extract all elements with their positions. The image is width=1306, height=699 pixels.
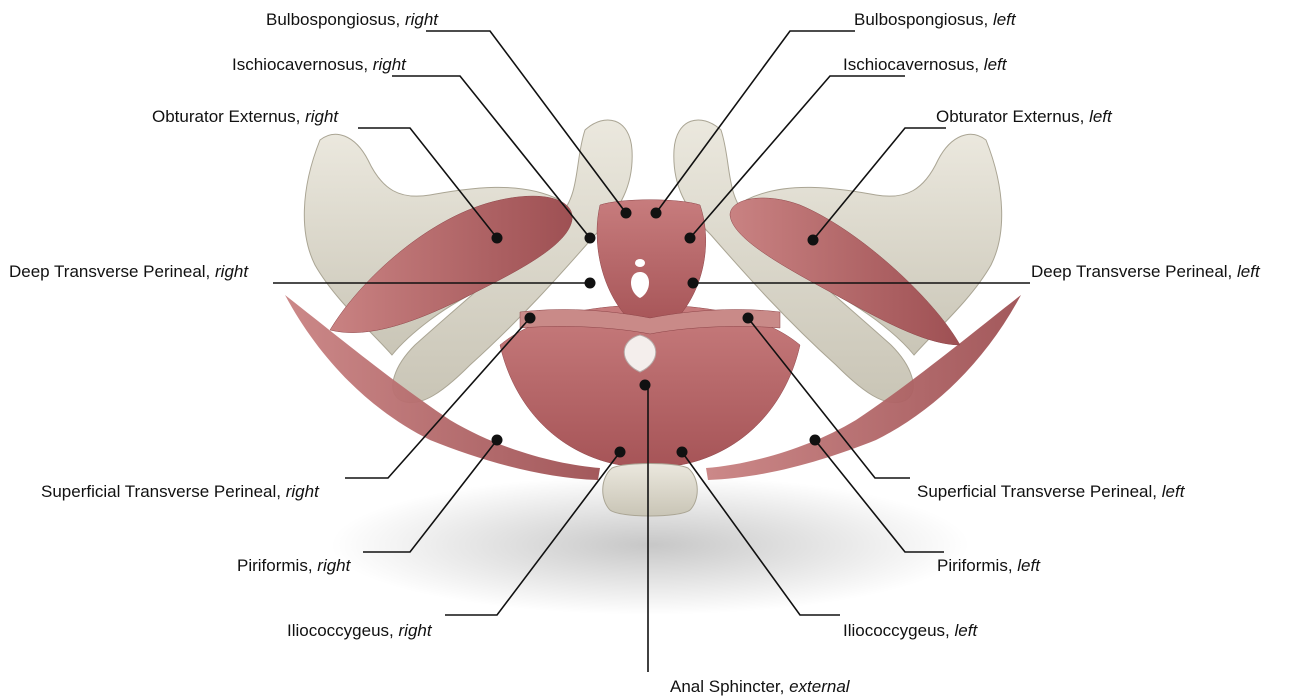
label-name: Bulbospongiosus, <box>854 10 993 29</box>
label-name: Ischiocavernosus, <box>232 55 373 74</box>
label-name: Iliococcygeus, <box>287 621 399 640</box>
label-side: left <box>1162 482 1185 501</box>
label-side: right <box>373 55 406 74</box>
dot-deep-transverse-right <box>585 278 596 289</box>
dot-anal-sphincter <box>640 380 651 391</box>
label-ischiocavernosus-left: Ischiocavernosus, left <box>843 55 1006 75</box>
label-side: left <box>955 621 978 640</box>
label-side: right <box>305 107 338 126</box>
label-name: Bulbospongiosus, <box>266 10 405 29</box>
label-superficial-transverse-perineal-left: Superficial Transverse Perineal, left <box>917 482 1184 502</box>
label-name: Deep Transverse Perineal, <box>9 262 215 281</box>
dot-obturator-left <box>808 235 819 246</box>
dot-ischiocavernosus-left <box>685 233 696 244</box>
label-ischiocavernosus-right: Ischiocavernosus, right <box>232 55 406 75</box>
label-anal-sphincter-external: Anal Sphincter, external <box>670 677 850 697</box>
label-side: right <box>317 556 350 575</box>
label-side: external <box>789 677 849 696</box>
dot-bulbospongiosus-left <box>651 208 662 219</box>
label-side: left <box>1237 262 1260 281</box>
label-name: Superficial Transverse Perineal, <box>917 482 1162 501</box>
label-side: left <box>1089 107 1112 126</box>
label-side: left <box>993 10 1016 29</box>
label-side: left <box>1017 556 1040 575</box>
label-name: Superficial Transverse Perineal, <box>41 482 286 501</box>
label-name: Anal Sphincter, <box>670 677 789 696</box>
coccyx-bone <box>603 464 698 517</box>
label-piriformis-right: Piriformis, right <box>237 556 350 576</box>
label-side: right <box>286 482 319 501</box>
label-side: right <box>405 10 438 29</box>
label-bulbospongiosus-left: Bulbospongiosus, left <box>854 10 1016 30</box>
label-piriformis-left: Piriformis, left <box>937 556 1040 576</box>
label-side: right <box>399 621 432 640</box>
label-superficial-transverse-perineal-right: Superficial Transverse Perineal, right <box>41 482 319 502</box>
dot-piriformis-left <box>810 435 821 446</box>
label-deep-transverse-perineal-left: Deep Transverse Perineal, left <box>1031 262 1260 282</box>
label-bulbospongiosus-right: Bulbospongiosus, right <box>266 10 438 30</box>
label-obturator-externus-right: Obturator Externus, right <box>152 107 338 127</box>
dot-ischiocavernosus-right <box>585 233 596 244</box>
dot-superficial-transverse-right <box>525 313 536 324</box>
urethral-opening <box>635 259 645 267</box>
label-name: Ischiocavernosus, <box>843 55 984 74</box>
label-obturator-externus-left: Obturator Externus, left <box>936 107 1112 127</box>
label-side: right <box>215 262 248 281</box>
label-name: Deep Transverse Perineal, <box>1031 262 1237 281</box>
label-name: Obturator Externus, <box>152 107 305 126</box>
label-name: Piriformis, <box>237 556 317 575</box>
label-deep-transverse-perineal-right: Deep Transverse Perineal, right <box>9 262 248 282</box>
label-iliococcygeus-right: Iliococcygeus, right <box>287 621 432 641</box>
label-name: Piriformis, <box>937 556 1017 575</box>
dot-iliococcygeus-left <box>677 447 688 458</box>
label-side: left <box>984 55 1007 74</box>
dot-deep-transverse-left <box>688 278 699 289</box>
dot-iliococcygeus-right <box>615 447 626 458</box>
label-iliococcygeus-left: Iliococcygeus, left <box>843 621 977 641</box>
label-name: Obturator Externus, <box>936 107 1089 126</box>
dot-bulbospongiosus-right <box>621 208 632 219</box>
dot-piriformis-right <box>492 435 503 446</box>
dot-superficial-transverse-left <box>743 313 754 324</box>
label-name: Iliococcygeus, <box>843 621 955 640</box>
dot-obturator-right <box>492 233 503 244</box>
